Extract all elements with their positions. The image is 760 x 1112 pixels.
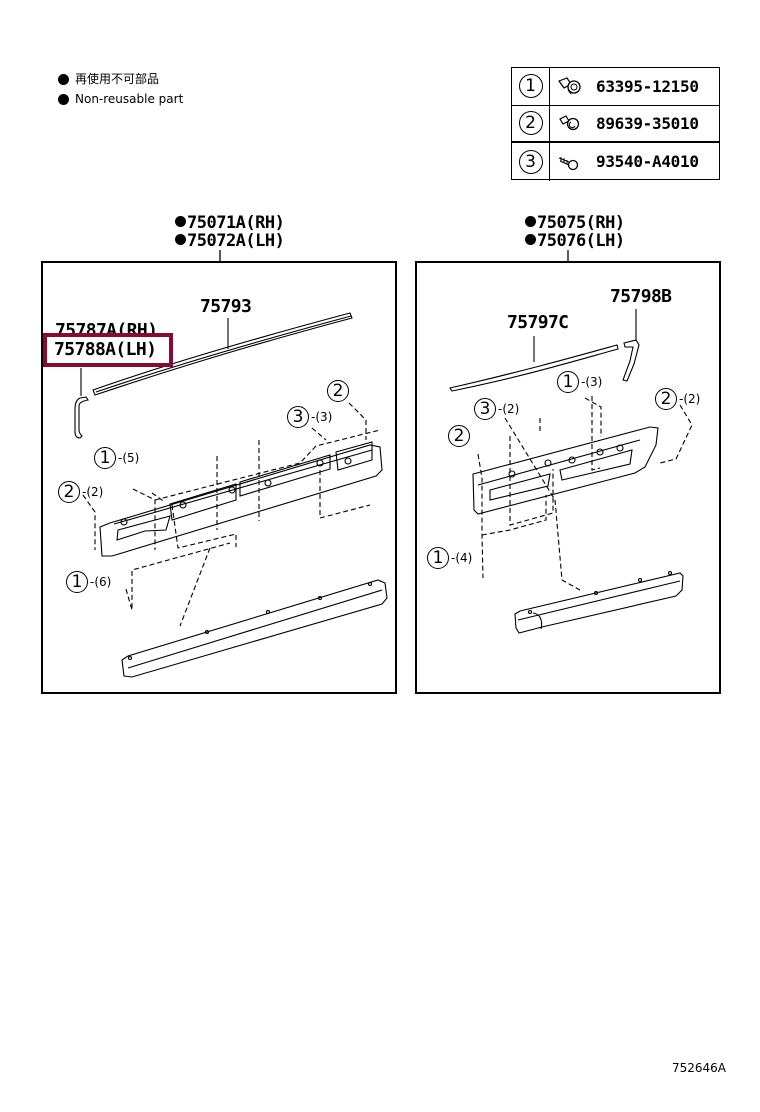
ref-number-circle: 3 xyxy=(518,149,543,174)
quantity-label: -(2) xyxy=(498,402,520,416)
part-label-75798b[interactable]: 75798B xyxy=(610,286,672,307)
ref-number-circle: 1 xyxy=(66,571,88,593)
illustration-reference-code: 752646A xyxy=(671,1061,726,1075)
filled-circle-bullet-icon xyxy=(58,93,69,105)
ref-number-circle: 1 xyxy=(427,547,449,569)
non-reusable-bullet-icon xyxy=(525,234,536,245)
quantity-label: -(6) xyxy=(90,575,112,589)
non-reusable-bullet-icon xyxy=(525,216,536,227)
quantity-label: -(3) xyxy=(311,410,333,424)
legend-item-english: Non-reusable part xyxy=(58,92,183,106)
non-reusable-bullet-icon xyxy=(175,216,186,227)
part-number[interactable]: 89639-35010 xyxy=(596,113,699,133)
quantity-label: -(2) xyxy=(679,392,701,406)
quantity-label: -(2) xyxy=(82,485,104,499)
part-label-75788a-lh[interactable]: 75788A(LH) xyxy=(54,339,157,360)
legend-text: 再使用不可部品 xyxy=(75,72,160,86)
parts-table-row: 2 89639-35010 xyxy=(512,105,719,144)
quantity-label: -(4) xyxy=(451,551,473,565)
part-number[interactable]: 63395-12150 xyxy=(596,76,699,96)
callout-ref-2-qty-2: 2-(2) xyxy=(655,388,700,410)
assembly-header-right-rh[interactable]: 75075(RH) xyxy=(525,214,625,232)
parts-table-row: 3 93540-A4010 xyxy=(512,143,719,181)
ref-number-circle: 3 xyxy=(287,406,309,428)
callout-ref-2-qty-2: 2-(2) xyxy=(58,481,103,503)
callout-ref-2: 2 xyxy=(327,380,349,402)
quantity-label: -(5) xyxy=(118,451,140,465)
ref-number-circle: 3 xyxy=(474,398,496,420)
ref-number-circle: 1 xyxy=(557,371,579,393)
ref-number-circle: 2 xyxy=(327,380,349,402)
ref-number-circle: 2 xyxy=(518,111,543,136)
ref-number-circle: 1 xyxy=(94,447,116,469)
part-number[interactable]: 93540-A4010 xyxy=(596,152,699,172)
assembly-header-left-rh[interactable]: 75071A(RH) xyxy=(175,214,285,232)
clip-fastener-icon xyxy=(550,113,590,133)
assembly-header-left-lh[interactable]: 75072A(LH) xyxy=(175,232,285,250)
ref-number-circle: 2 xyxy=(58,481,80,503)
callout-ref-1-qty-5: 1-(5) xyxy=(94,447,139,469)
callout-ref-1-qty-4: 1-(4) xyxy=(427,547,472,569)
assembly-frame-left xyxy=(41,261,397,694)
callout-ref-3-qty-3: 3-(3) xyxy=(287,406,332,428)
ref-number-circle: 1 xyxy=(518,74,543,99)
filled-circle-bullet-icon xyxy=(58,73,69,85)
part-label-75787a-rh[interactable]: 75787A(RH) xyxy=(55,321,158,333)
ref-number-circle: 2 xyxy=(655,388,677,410)
quantity-label: -(3) xyxy=(581,375,603,389)
assembly-header-right-lh[interactable]: 75076(LH) xyxy=(525,232,625,250)
clip-fastener-icon xyxy=(550,76,590,96)
part-label-75797c[interactable]: 75797C xyxy=(507,312,569,333)
highlighted-part-box xyxy=(43,333,173,367)
non-reusable-bullet-icon xyxy=(175,234,186,245)
fastener-parts-table: 1 63395-12150 2 89639-35010 3 93540-A401… xyxy=(511,67,720,181)
screw-fastener-icon xyxy=(550,152,590,172)
parts-table-row: 1 63395-12150 xyxy=(512,68,719,106)
legend-text: Non-reusable part xyxy=(75,92,184,106)
ref-number-circle: 2 xyxy=(448,425,470,447)
callout-ref-2: 2 xyxy=(448,425,470,447)
callout-ref-1-qty-6: 1-(6) xyxy=(66,571,111,593)
callout-ref-3-qty-2: 3-(2) xyxy=(474,398,519,420)
legend-item-japanese: 再使用不可部品 xyxy=(58,72,159,86)
assembly-frame-right xyxy=(415,261,721,694)
part-label-75793[interactable]: 75793 xyxy=(200,296,252,317)
callout-ref-1-qty-3: 1-(3) xyxy=(557,371,602,393)
